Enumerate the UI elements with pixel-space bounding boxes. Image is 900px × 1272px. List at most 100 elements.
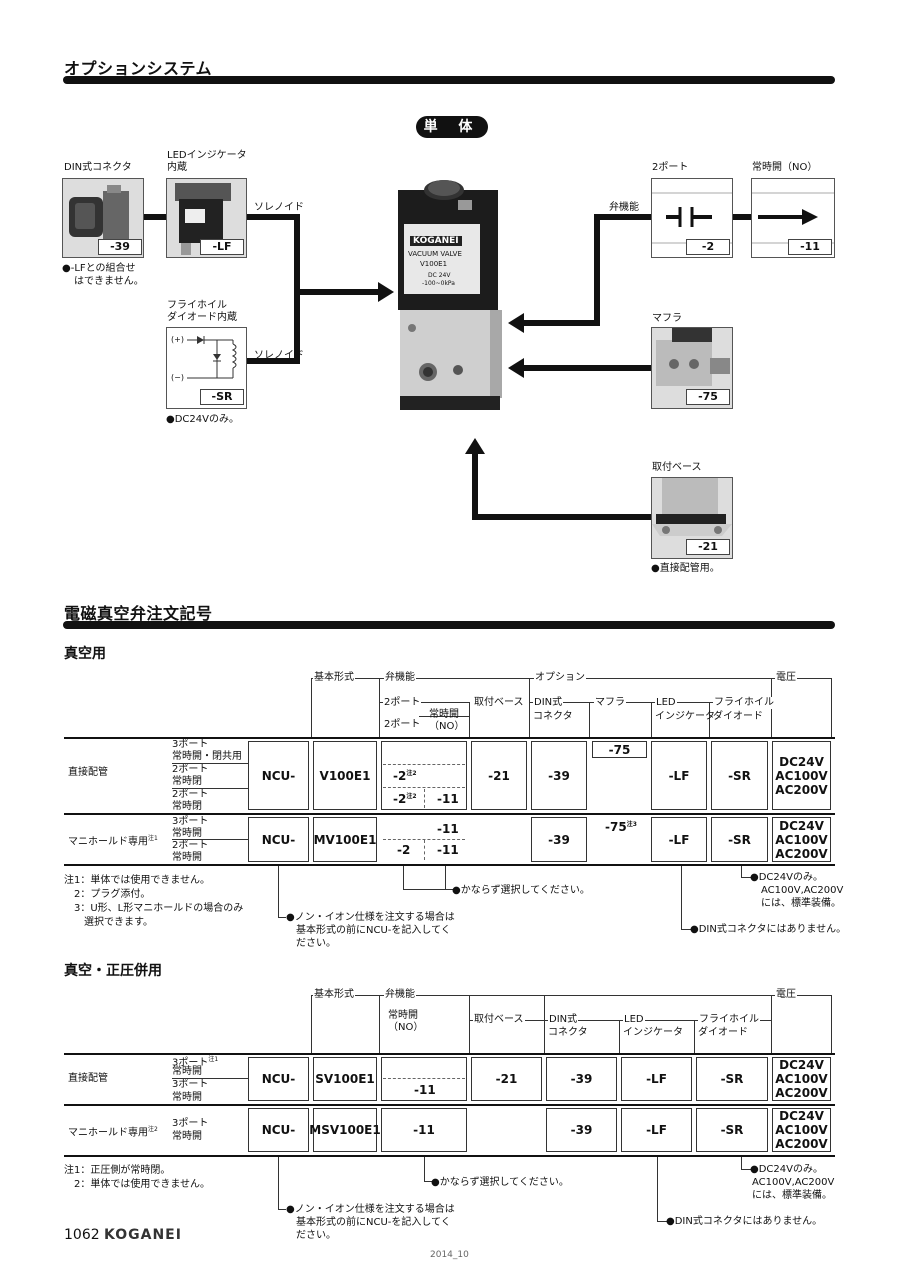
din-39-cell: -39	[546, 1108, 617, 1152]
din-connector-icon	[69, 185, 129, 241]
muffler-title: マフラ	[652, 313, 682, 324]
header-line	[379, 995, 380, 1054]
sub-din-1: DIN式	[533, 697, 564, 709]
vacuum-note-2: 2：プラグ添付。	[64, 889, 151, 900]
row-manifold-sub-2: 常時開	[172, 1131, 202, 1142]
mixed-title: 真空・正圧併用	[64, 963, 162, 979]
hdr-voltage: 電圧	[775, 672, 797, 684]
ncu-cell: NCU-	[248, 1108, 309, 1152]
model-v100e1-cell: V100E1	[313, 741, 377, 810]
model-msv100e1-cell: MSV100E1	[309, 1108, 381, 1152]
mounting-base-icon	[652, 478, 732, 536]
vacuum-valve-icon	[398, 180, 502, 410]
mixed-ncu-note-2: 基本形式の前にNCU-を記入してく	[296, 1217, 451, 1228]
connector-line	[522, 365, 651, 371]
connector-line	[144, 214, 166, 220]
leader-line	[445, 866, 446, 890]
flywheel-title-1: フライホイル	[167, 300, 227, 311]
footer-date: 2014_10	[430, 1250, 469, 1260]
leader-line	[741, 877, 751, 878]
vacuum-must-select: ●かならず選択してください。	[452, 885, 590, 896]
vacuum-title: 真空用	[64, 646, 106, 662]
leader-line	[741, 866, 742, 878]
led-lf-cell: -LF	[651, 741, 707, 810]
muffler-75-b: -75注3	[605, 820, 637, 834]
muffler-icon	[656, 328, 730, 386]
row-direct-label: 直接配管	[68, 1073, 108, 1084]
row-direct-sub-5: 2ポート	[172, 789, 209, 800]
hdr-option: オプション	[534, 672, 586, 684]
valve-brand: KOGANEI	[410, 236, 462, 246]
section-rule	[63, 76, 835, 84]
sub-fly-2: ダイオード	[713, 711, 763, 722]
row-direct-sub-2: 常時開	[172, 1066, 202, 1077]
header-line	[469, 995, 470, 1054]
sub-base: 取付ベース	[473, 697, 525, 709]
mixed-must-select: ●かならず選択してください。	[431, 1177, 569, 1188]
code-11-c: -11	[437, 843, 459, 857]
header-line	[419, 716, 469, 717]
vacuum-note-4: 選択できます。	[64, 917, 153, 928]
mixed-volt-note-1: ●DC24Vのみ。	[750, 1164, 823, 1175]
sub-muffler: マフラ	[594, 697, 626, 709]
header-line	[831, 995, 832, 1054]
row-divider	[172, 788, 248, 789]
ncu-cell: NCU-	[248, 1057, 309, 1101]
sub-2port-a: 2ポート	[383, 697, 422, 709]
valve-line-2: V100E1	[420, 260, 448, 268]
sub-no-2: （NO）	[388, 1022, 424, 1033]
order-code-title: 電磁真空弁注文記号	[64, 604, 213, 623]
table-rule	[64, 1053, 835, 1055]
row-direct-sub-4: 常時開	[172, 1092, 202, 1103]
voltage-cell: DC24V AC100V AC200V	[772, 817, 831, 862]
valve-line-1: VACUUM VALVE	[408, 250, 462, 258]
sub-fly-1: フライホイル	[713, 697, 775, 709]
flywheel-title-2: ダイオード内蔵	[167, 312, 237, 323]
header-line	[311, 995, 831, 996]
header-line	[589, 702, 590, 738]
sub-fly-2: ダイオード	[698, 1027, 748, 1038]
vacuum-volt-note-3: には、標準装備。	[761, 898, 841, 909]
mixed-ncu-note-3: ださい。	[296, 1230, 336, 1241]
sub-led-1: LED	[623, 1014, 645, 1026]
mixed-note-1: 注1：正圧側が常時閉。	[64, 1165, 171, 1176]
ncu-cell: NCU-	[248, 741, 309, 810]
code-2-c: -2	[397, 843, 411, 857]
mixed-volt-note-2: AC100V,AC200V	[752, 1177, 835, 1188]
dashed-divider	[383, 787, 465, 788]
muffler-image	[651, 327, 733, 409]
page-number: 1062	[64, 1227, 100, 1243]
single-unit-badge: 単 体	[416, 116, 488, 138]
row-direct-sub-6: 常時閉	[172, 801, 202, 812]
sub-no-2: （NO）	[429, 721, 465, 732]
mixed-volt-note-3: には、標準装備。	[752, 1190, 832, 1201]
minus-label: (−)	[171, 373, 184, 382]
vacuum-ncu-note-3: ださい。	[296, 938, 336, 949]
mixed-din-note: ●DIN式コネクタにはありません。	[666, 1216, 823, 1227]
vacuum-ncu-note-1: ●ノン・イオン仕様を注文する場合は	[286, 912, 455, 923]
valve-function-cell	[381, 1057, 467, 1101]
led-lf-cell: -LF	[621, 1057, 692, 1101]
valve-line-3: DC 24V	[428, 272, 451, 279]
row-manifold-label: マニホールド専用注1	[68, 835, 158, 848]
leader-line	[278, 1209, 286, 1210]
base-note: ●直接配管用。	[651, 563, 720, 574]
header-line	[709, 702, 710, 738]
header-line	[529, 702, 771, 703]
hdr-valve: 弁機能	[384, 672, 416, 684]
code-2-b: -2注2	[393, 792, 417, 806]
leader-line	[424, 1157, 425, 1182]
connector-line	[522, 320, 600, 326]
solenoid-label-1: ソレノイド	[254, 202, 304, 213]
flywheel-sr-cell: -SR	[711, 741, 768, 810]
connector-line	[472, 514, 651, 520]
row-divider	[172, 763, 248, 764]
vacuum-note-3: 3：U形、L形マニホールドの場合のみ	[64, 903, 244, 914]
sub-base: 取付ベース	[473, 1014, 525, 1026]
leader-line	[424, 1181, 432, 1182]
sub-led-2: インジケータ	[623, 1027, 683, 1038]
row-divider	[172, 839, 248, 840]
arrow-up-icon	[465, 438, 485, 454]
leader-line	[278, 866, 279, 918]
sub-2port-b: 2ポート	[384, 719, 421, 730]
